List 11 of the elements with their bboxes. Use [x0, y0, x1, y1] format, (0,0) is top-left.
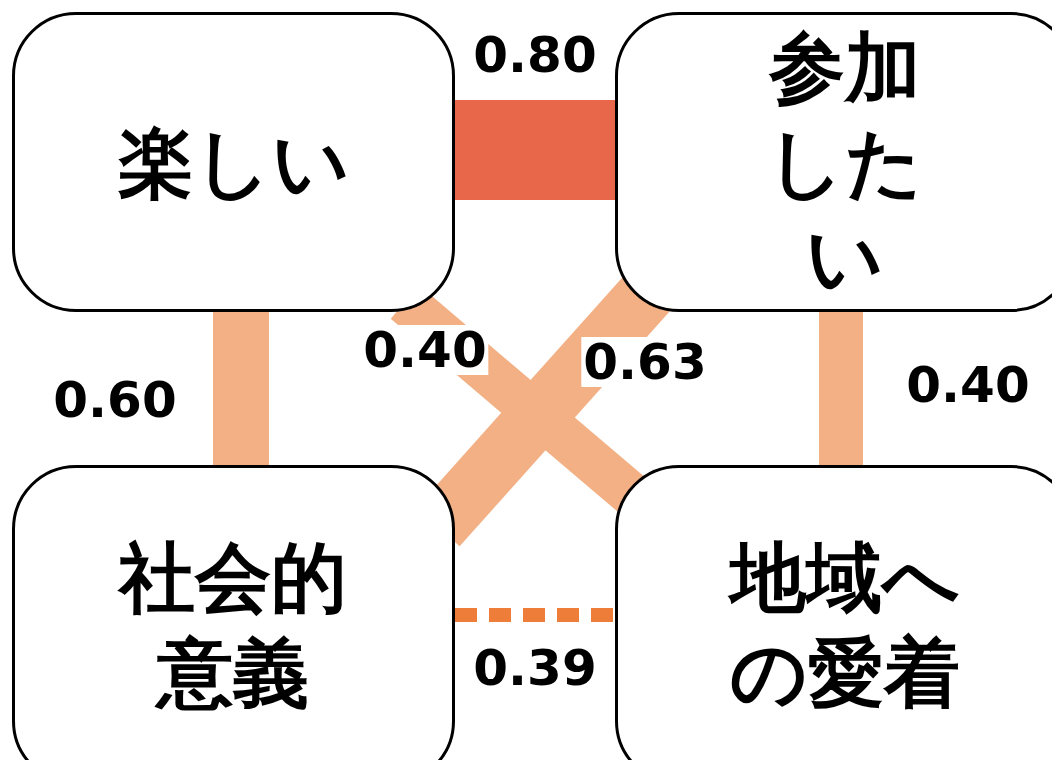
rounded-box: [615, 12, 1052, 312]
connector-line: [455, 100, 615, 200]
rounded-box: [12, 465, 455, 760]
box-label: 楽しい: [117, 116, 350, 209]
rounded-box: [12, 12, 455, 312]
box-label: 地域への愛着: [727, 532, 961, 719]
rounded-box: [615, 465, 1052, 760]
connector-line: [455, 608, 615, 622]
box-label: 参加したい: [766, 21, 924, 304]
box-label: 社会的意義: [116, 532, 349, 719]
connector-line: [213, 312, 269, 465]
